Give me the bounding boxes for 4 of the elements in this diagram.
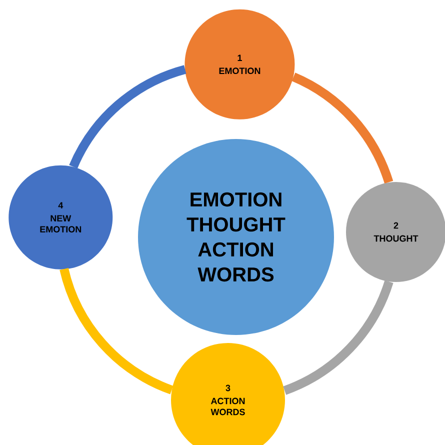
arc-connector (282, 280, 394, 395)
arc-connector (69, 65, 186, 169)
arc-connector (292, 72, 394, 184)
arc-connector (60, 268, 174, 394)
